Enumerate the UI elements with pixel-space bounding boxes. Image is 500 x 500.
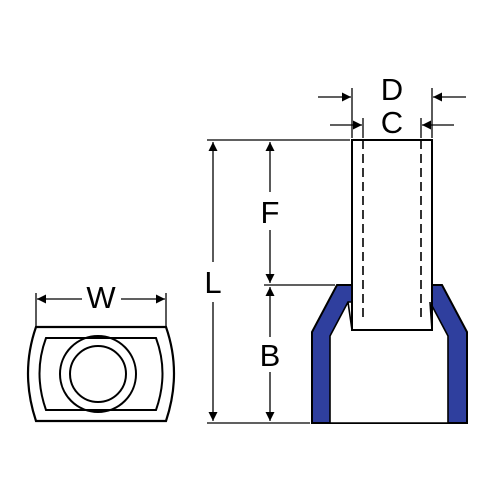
metal-tube <box>351 139 433 331</box>
end-view: W <box>26 280 176 423</box>
end-view-inner-ring <box>69 345 127 403</box>
end-view-inner-outline <box>38 337 164 411</box>
label-b: B <box>260 338 281 373</box>
label-l: L <box>204 265 221 300</box>
vertical-dimensions: L F B <box>204 139 350 424</box>
label-d: D <box>381 72 403 107</box>
end-view-outer-ring <box>59 335 137 413</box>
label-f: F <box>261 195 280 230</box>
end-view-outer-outline <box>26 325 176 423</box>
label-w: W <box>86 280 116 315</box>
label-c: C <box>381 105 403 140</box>
collar-line-right <box>429 301 433 331</box>
top-dimensions: D C <box>318 72 466 140</box>
side-view <box>311 139 468 424</box>
collar-line-left <box>347 301 353 331</box>
